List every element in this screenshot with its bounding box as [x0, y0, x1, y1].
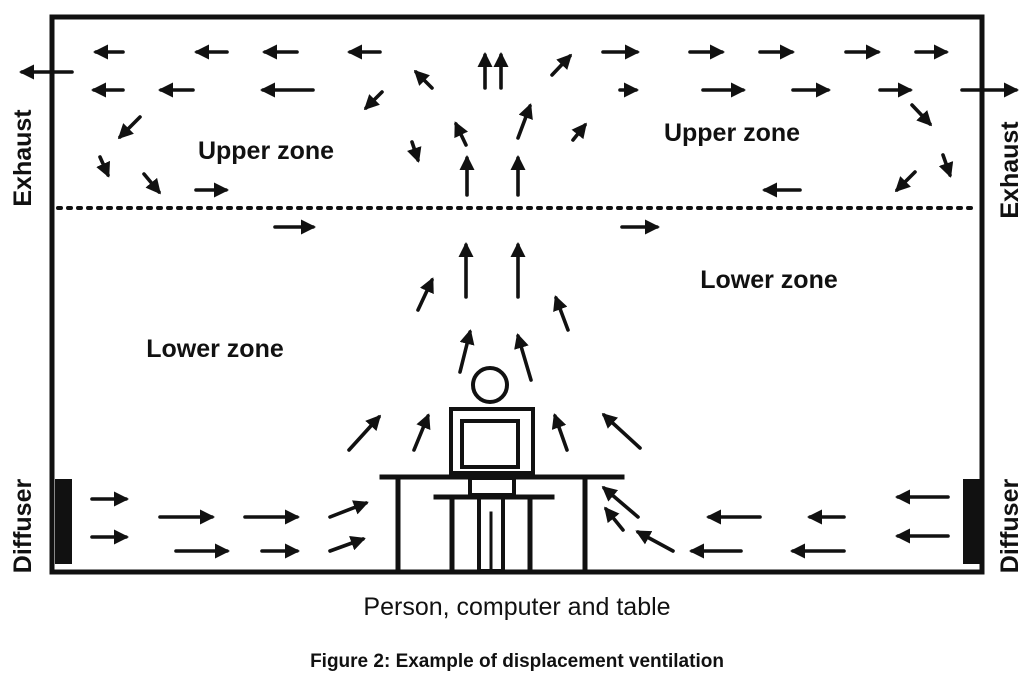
computer-monitor	[449, 407, 535, 475]
airflow-arrow	[96, 155, 110, 178]
airflow-arrow	[571, 122, 587, 142]
airflow-arrows	[18, 44, 1020, 559]
airflow-arrow	[604, 506, 625, 532]
computer-screen	[460, 419, 520, 469]
airflow-arrow	[413, 69, 434, 90]
exhaust-right-label: Exhaust	[996, 121, 1024, 219]
diffuser-left-label: Diffuser	[9, 479, 37, 574]
airflow-arrow	[516, 103, 533, 140]
airflow-arrow	[328, 536, 366, 553]
airflow-arrow	[551, 413, 569, 452]
diffuser-right-label: Diffuser	[996, 479, 1024, 574]
airflow-arrow	[601, 486, 640, 519]
diffuser-left-unit	[55, 479, 72, 564]
airflow-arrow	[407, 140, 422, 163]
diagram-caption: Person, computer and table	[363, 593, 670, 621]
airflow-arrow	[635, 530, 675, 553]
airflow-arrow	[550, 53, 573, 77]
airflow-arrow	[894, 170, 917, 193]
airflow-arrow	[458, 329, 475, 374]
airflow-arrow	[117, 115, 142, 140]
airflow-arrow	[363, 90, 384, 111]
person-computer-table	[379, 366, 625, 574]
upper-zone-right-label: Upper zone	[664, 119, 800, 147]
room-outline	[49, 14, 985, 575]
airflow-arrow	[910, 103, 933, 127]
figure-title: Figure 2: Example of displacement ventil…	[310, 651, 724, 672]
airflow-arrow	[514, 333, 533, 382]
airflow-arrow	[601, 412, 642, 450]
lower-zone-right-label: Lower zone	[700, 266, 838, 294]
airflow-arrow	[454, 121, 469, 147]
airflow-arrow	[347, 414, 382, 452]
airflow-arrow	[412, 413, 431, 452]
airflow-arrow	[328, 500, 369, 519]
exhaust-left-label: Exhaust	[9, 109, 37, 207]
lower-zone-left-label: Lower zone	[146, 335, 284, 363]
diffuser-right-unit	[963, 479, 980, 564]
airflow-arrow	[553, 295, 570, 332]
person-body	[468, 476, 516, 497]
airflow-arrow	[142, 172, 161, 195]
person-head	[471, 366, 509, 404]
upper-zone-left-label: Upper zone	[198, 137, 334, 165]
airflow-arrow	[938, 153, 954, 178]
airflow-arrow	[416, 277, 434, 312]
